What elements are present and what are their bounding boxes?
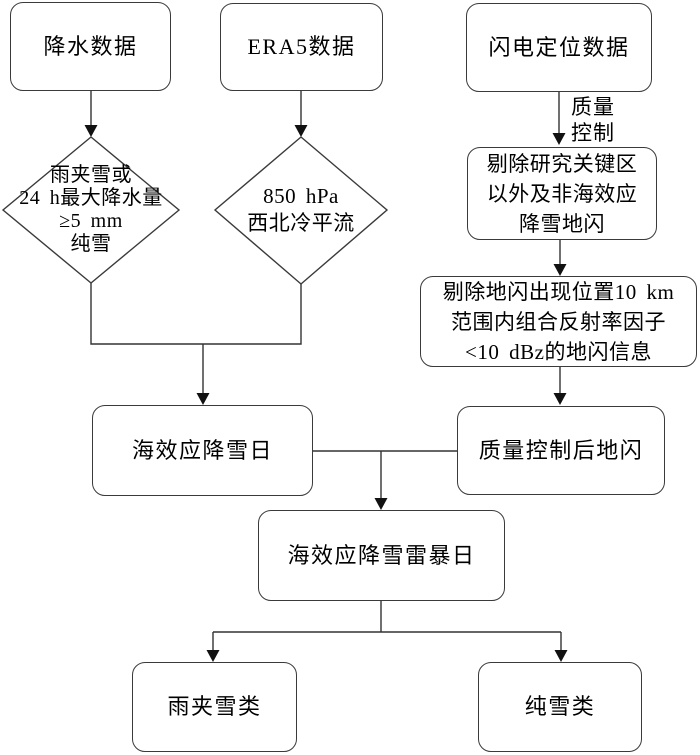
node-label-line: 剔除地闪出现位置10 km [442, 279, 675, 304]
decision-line: 雨夹雪或 [50, 164, 132, 186]
decision-diamond-sleet [1, 136, 181, 284]
node-label-line: 范围内组合反射率因子 [451, 309, 666, 334]
node-label: 海效应降雪日 [131, 437, 273, 463]
arrowhead-to-sleet-class [206, 650, 220, 662]
node-label: 纯雪类 [524, 694, 596, 719]
decision-sleet-text: 雨夹雪或 24 h最大降水量 ≥5 mm 纯雪 [0, 164, 186, 256]
arrowhead-to-region-box [552, 133, 566, 145]
edge-label-line: 质量 [571, 95, 615, 119]
node-era5-data: ERA5数据 [220, 3, 383, 91]
node-label: 降水数据 [43, 33, 138, 59]
node-qc-lightning: 质量控制后地闪 [457, 406, 665, 495]
edge-label-line: 控制 [571, 121, 615, 145]
node-label: 雨夹雪类 [167, 694, 262, 719]
node-pure-snow-class: 纯雪类 [478, 662, 642, 752]
node-lightning-data: 闪电定位数据 [466, 3, 652, 92]
node-label: ERA5数据 [247, 34, 356, 59]
decision-advection-text: 850 hPa 西北冷平流 [211, 183, 391, 237]
arrowhead-to-advection-decision [294, 125, 308, 137]
node-remove-low-reflectivity: 剔除地闪出现位置10 km 范围内组合反射率因子 <10 dBz的地闪信息 [420, 276, 697, 367]
node-label: 海效应降雪雷暴日 [287, 542, 476, 568]
node-label: 闪电定位数据 [488, 34, 630, 60]
arrowhead-to-puresnow-class [554, 650, 568, 662]
decision-diamond-advection [213, 136, 389, 285]
node-label-line: <10 dBz的地闪信息 [465, 339, 652, 364]
arrowhead-to-qc-lightning [553, 393, 567, 405]
arrowhead-to-sleet-decision [84, 125, 98, 137]
connector-diamonds-merge [90, 283, 302, 345]
node-label-line: 降雪地闪 [519, 211, 605, 236]
decision-line: 纯雪 [70, 233, 112, 255]
node-label-line: 剔除研究关键区 [486, 151, 638, 176]
arrowhead-to-seasnow-day [196, 393, 210, 405]
decision-line: ≥5 mm [59, 210, 123, 232]
node-precip-data: 降水数据 [10, 2, 171, 91]
node-sea-effect-thundersnow-day: 海效应降雪雷暴日 [258, 510, 505, 601]
node-remove-outside-region: 剔除研究关键区 以外及非海效应 降雪地闪 [467, 147, 657, 240]
arrowhead-to-reflectivity-box [553, 264, 567, 276]
decision-line: 850 hPa [263, 184, 339, 208]
decision-line: 西北冷平流 [247, 211, 355, 235]
node-sea-effect-snow-day: 海效应降雪日 [92, 405, 313, 496]
arrowhead-to-thunder-day [374, 498, 388, 510]
node-label: 质量控制后地闪 [478, 437, 644, 463]
node-label-line: 以外及非海效应 [486, 181, 638, 206]
edge-label-quality-control: 质量 控制 [566, 94, 620, 146]
node-sleet-class: 雨夹雪类 [132, 662, 297, 752]
decision-line: 24 h最大降水量 [19, 187, 163, 209]
